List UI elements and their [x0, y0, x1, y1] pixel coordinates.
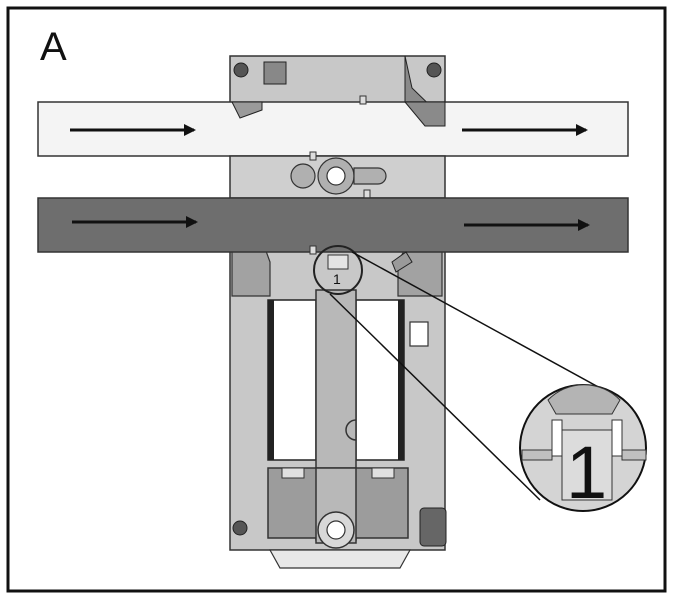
middle-plate — [229, 151, 446, 199]
zoom-callout: 1 — [519, 384, 647, 514]
device-lower-body — [229, 239, 447, 569]
zoom-number: 1 — [566, 431, 607, 514]
pivot-center-inner — [326, 166, 346, 186]
detent-number: 1 — [333, 271, 341, 287]
pivot-left — [290, 163, 316, 189]
slot-right — [355, 299, 405, 461]
screw-top-right — [426, 62, 442, 78]
detent-window: 1 — [309, 245, 413, 295]
slot-left — [267, 299, 317, 461]
knob-bottom-right — [419, 507, 447, 547]
callout-line-bottom — [329, 293, 541, 501]
bottom-pivot-inner — [326, 520, 346, 540]
screw-bottom-left — [232, 520, 248, 536]
panel-label: A — [40, 25, 67, 69]
screw-top-left — [233, 62, 249, 78]
callout-line-top — [351, 251, 623, 401]
